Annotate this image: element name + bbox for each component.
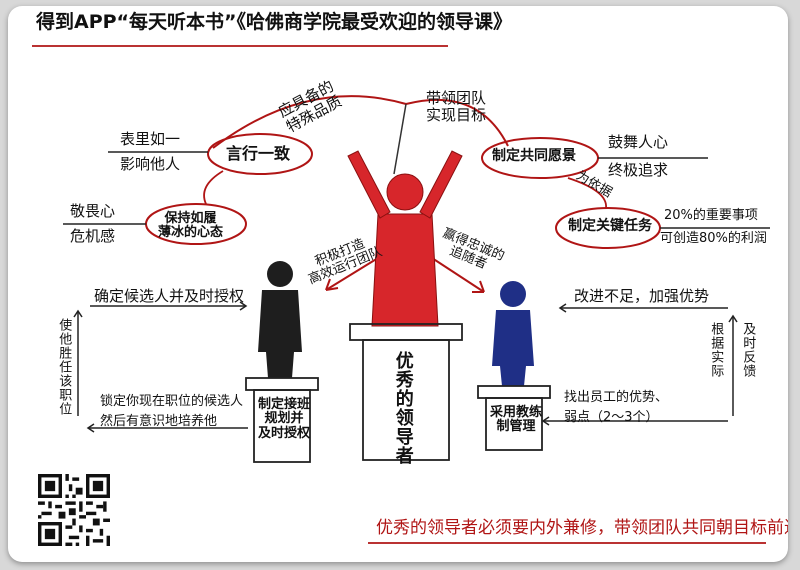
label-great-leader: 优秀的领导者 bbox=[392, 351, 414, 465]
label-improve: 改进不足，加强优势 bbox=[574, 287, 710, 305]
label-vision: 制定共同愿景 bbox=[492, 148, 576, 164]
label-strengths: 找出员工的优势、 弱点（2～3个） bbox=[564, 390, 669, 425]
note-inspire: 鼓舞人心 bbox=[608, 133, 669, 151]
link-right bbox=[567, 177, 607, 209]
label-succession: 制定接班 规划并 及时授权 bbox=[258, 397, 311, 441]
label-actual: 根据实际 bbox=[708, 322, 724, 378]
label-lead-team: 带领团队 实现目标 bbox=[426, 89, 487, 124]
page-title: 得到APP“每天听本书”《哈佛商学院最受欢迎的领导课》 bbox=[36, 11, 513, 33]
arrow-left bbox=[325, 257, 379, 291]
successor-figure-black bbox=[258, 261, 302, 378]
diagram-lines bbox=[32, 45, 770, 544]
label-competent: 使他胜任该职位 bbox=[56, 318, 72, 416]
label-feedback: 及时反馈 bbox=[740, 322, 756, 378]
arc-right bbox=[405, 98, 509, 147]
arc-left bbox=[212, 95, 407, 149]
footer-summary: 优秀的领导者必须要内外兼修，带领团队共同朝目标前进。 bbox=[376, 518, 788, 538]
right-podium bbox=[477, 385, 551, 451]
note-inside-out: 表里如一 bbox=[120, 130, 181, 148]
mindmap-card: 得到APP“每天听本书”《哈佛商学院最受欢迎的领导课》 bbox=[8, 6, 788, 562]
label-candidate-authorize: 确定候选人并及时授权 bbox=[94, 287, 245, 305]
label-key-tasks: 制定关键任务 bbox=[568, 218, 652, 234]
note-20-percent: 20%的重要事项 bbox=[664, 208, 758, 223]
note-ultimate: 终极追求 bbox=[608, 161, 669, 179]
link-left bbox=[203, 170, 224, 205]
leader-figure-red bbox=[347, 150, 463, 327]
arc-stem bbox=[393, 103, 407, 175]
left-podium bbox=[245, 377, 319, 463]
coach-figure-blue bbox=[492, 281, 534, 386]
label-coaching: 采用教练 制管理 bbox=[490, 405, 543, 435]
note-80-percent: 可创造80%的利润 bbox=[660, 231, 767, 246]
center-podium bbox=[349, 323, 463, 461]
oval-consistency bbox=[207, 133, 313, 175]
label-consistency: 言行一致 bbox=[226, 144, 291, 163]
label-thin-ice: 保持如履 薄冰的心态 bbox=[158, 211, 224, 241]
note-influence: 影响他人 bbox=[120, 155, 181, 173]
note-awe: 敬畏心 bbox=[70, 202, 116, 220]
arrow-right bbox=[431, 257, 485, 293]
note-crisis: 危机感 bbox=[70, 227, 116, 245]
qr-code bbox=[38, 474, 110, 546]
label-lock-candidate: 锁定你现在职位的候选人 然后有意识地培养他 bbox=[100, 394, 244, 429]
